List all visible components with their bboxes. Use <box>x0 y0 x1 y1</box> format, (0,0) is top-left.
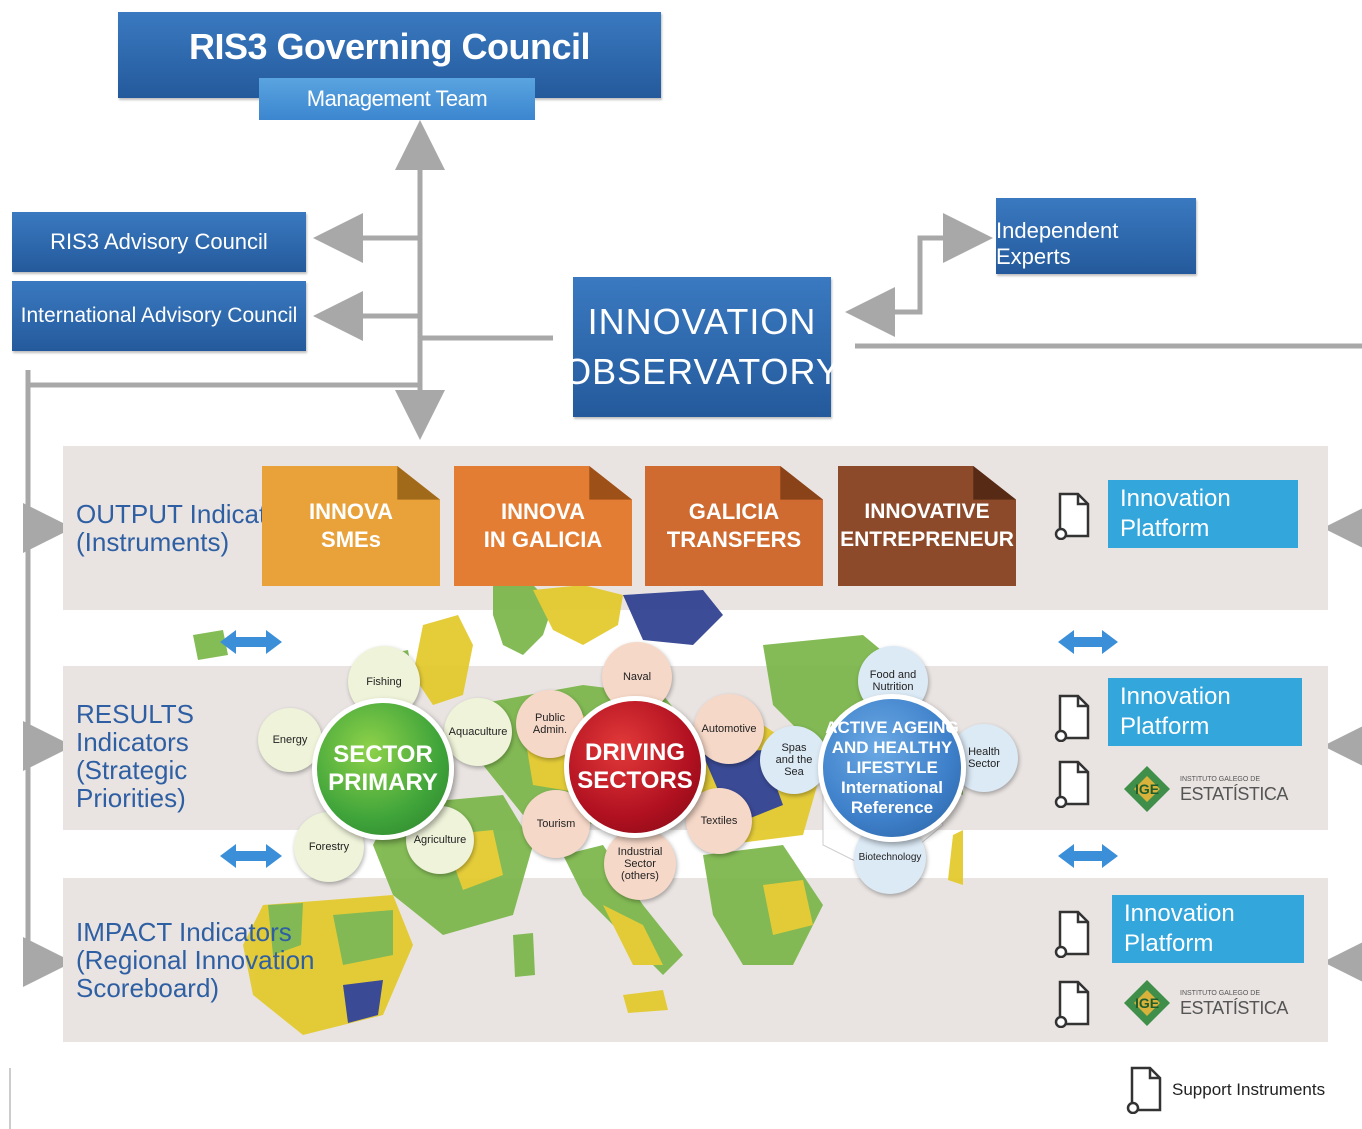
international-advisory-council-label: International Advisory Council <box>20 304 298 327</box>
ine-logo: IGE INSTITUTO GALEGO DE ESTATÍSTICA <box>1122 764 1288 814</box>
bubble-aquaculture: Aquaculture <box>444 698 512 766</box>
ris3-advisory-council-label: RIS3 Advisory Council <box>50 229 268 254</box>
impact-indicators-label: IMPACT Indicators (Regional Innovation S… <box>76 918 315 1002</box>
results-indicators-label: RESULTS Indicators (Strategic Priorities… <box>76 700 194 812</box>
independent-experts-box: Independent Experts <box>996 198 1196 274</box>
svg-text:IGE: IGE <box>1135 781 1159 797</box>
observatory-line1: INNOVATION <box>587 301 817 342</box>
experts-step-line <box>872 213 993 315</box>
double-arrow-right-2 <box>1058 844 1118 868</box>
ris3-advisory-council-box: RIS3 Advisory Council <box>12 212 306 272</box>
ine-logo: IGE INSTITUTO GALEGO DE ESTATÍSTICA <box>1122 978 1288 1028</box>
ine-line2: ESTATÍSTICA <box>1180 784 1288 804</box>
ine-emblem-icon: IGE <box>1124 766 1170 812</box>
results-line4: Priorities) <box>76 783 186 813</box>
observatory-line2: OBSERVATORY <box>563 351 841 392</box>
ine-line1: INSTITUTO GALEGO DE <box>1180 776 1260 783</box>
management-team-box: Management Team <box>259 78 535 120</box>
results-line3: (Strategic <box>76 755 188 785</box>
impact-line1: IMPACT Indicators <box>76 917 292 947</box>
innovation-platform-output: Innovation Platform <box>1108 480 1298 548</box>
impact-line3: Scoreboard) <box>76 973 220 1003</box>
bubble-spas-sea: Spas and the Sea <box>760 726 828 794</box>
hub-active-ageing: ACTIVE AGEING AND HEALTHY LIFESTYLE Inte… <box>818 694 966 842</box>
management-team-label: Management Team <box>306 86 488 111</box>
svg-text:IGE: IGE <box>1135 995 1159 1011</box>
ine-line1: INSTITUTO GALEGO DE <box>1180 990 1260 997</box>
results-line1: RESULTS <box>76 699 194 729</box>
double-arrow-right-1 <box>1058 630 1118 654</box>
impact-line2: (Regional Innovation <box>76 945 315 975</box>
document-icon <box>1054 760 1090 808</box>
support-instruments-label: Support Instruments <box>1172 1080 1326 1099</box>
governing-council-title: RIS3 Governing Council <box>188 26 591 67</box>
document-icon <box>1054 694 1090 742</box>
document-icon <box>1054 910 1090 958</box>
innovation-platform-results: Innovation Platform <box>1108 678 1302 746</box>
bubble-industrial-sector: Industrial Sector (others) <box>604 828 676 900</box>
hub-sector-primary: SECTOR PRIMARY <box>312 698 454 840</box>
innovation-observatory-box: INNOVATION OBSERVATORY <box>563 277 840 417</box>
document-icon <box>1054 980 1090 1028</box>
ine-emblem-icon: IGE <box>1124 980 1170 1026</box>
output-line2: (Instruments) <box>76 527 230 557</box>
international-advisory-council-box: International Advisory Council <box>12 281 306 351</box>
document-icon <box>1126 1066 1162 1114</box>
document-icon <box>1054 492 1090 540</box>
ine-line2: ESTATÍSTICA <box>1180 998 1288 1018</box>
bubble-energy: Energy <box>258 708 322 772</box>
bubble-automotive: Automotive <box>694 694 764 764</box>
innovation-platform-impact: Innovation Platform <box>1112 895 1304 963</box>
independent-experts-label: Independent Experts <box>996 218 1119 269</box>
double-arrow-left-1 <box>220 630 282 654</box>
hub-driving-sectors: DRIVING SECTORS <box>564 696 706 838</box>
results-line2: Indicators <box>76 727 189 757</box>
double-arrow-left-2 <box>220 844 282 868</box>
